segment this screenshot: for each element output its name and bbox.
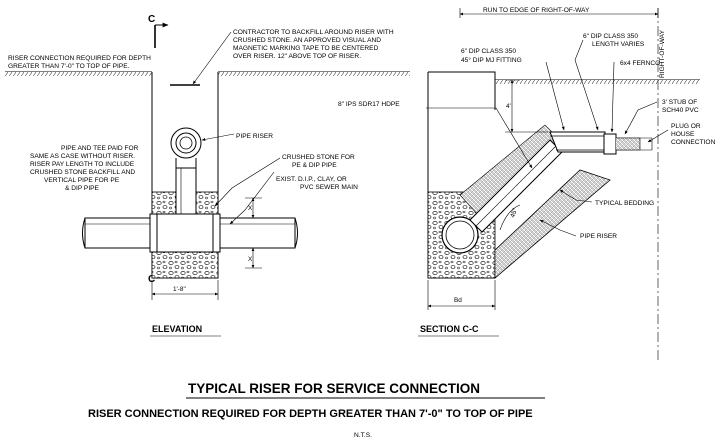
elevation-dimension-x: X X <box>245 197 262 269</box>
elevation-view: C C <box>5 14 410 337</box>
svg-text:RIGHT-OF-WAY: RIGHT-OF-WAY <box>659 29 666 78</box>
note-crushed-stone: CRUSHED STONE FOR PE & DIP PIPE <box>282 154 355 169</box>
section-view: RUN TO EDGE OF RIGHT-OF-WAY RIGHT-OF-WAY <box>338 7 716 360</box>
svg-text:SAME AS CASE WITHOUT RISER.: SAME AS CASE WITHOUT RISER. <box>30 153 135 160</box>
typical-bedding <box>494 169 611 279</box>
drawing-title: TYPICAL RISER FOR SERVICE CONNECTION <box>188 381 480 396</box>
section-bd-dimension: Bd <box>427 280 496 310</box>
svg-text:VERTICAL PIPE FOR PE: VERTICAL PIPE FOR PE <box>44 177 120 184</box>
svg-text:RISER PAY LENGTH TO INCLUDE: RISER PAY LENGTH TO INCLUDE <box>30 161 135 168</box>
svg-text:PVC SEWER MAIN: PVC SEWER MAIN <box>300 184 358 191</box>
svg-text:Bd: Bd <box>454 297 462 304</box>
svg-text:CRUSHED STONE. AN APPROVED VI: CRUSHED STONE. AN APPROVED VISUAL AND <box>233 37 381 44</box>
note-plug: PLUG OR HOUSE CONNECTION <box>671 123 716 146</box>
note-fernco: 6x4 FERNCO <box>620 60 660 67</box>
note-exist-main: EXIST. D.I.P., CLAY, OR PVC SEWER MAIN <box>276 176 358 191</box>
drawing-footer: TYPICAL RISER FOR SERVICE CONNECTION RIS… <box>88 381 545 439</box>
section-label: SECTION C-C <box>420 324 479 334</box>
svg-text:HOUSE: HOUSE <box>671 131 695 138</box>
elevation-label: ELEVATION <box>152 324 202 334</box>
elevation-ground-line <box>5 71 410 76</box>
note-pipe-riser-elevation: PIPE RISER <box>236 133 273 140</box>
svg-text:GREATER THAN 7'-0" TO TOP OF P: GREATER THAN 7'-0" TO TOP OF PIPE. <box>8 63 130 70</box>
note-dip-350-length: 6" DIP CLASS 350 LENGTH VARIES <box>583 33 645 48</box>
svg-text:6" DIP CLASS 350: 6" DIP CLASS 350 <box>583 33 638 40</box>
section-main-pipe <box>441 216 479 254</box>
svg-text:EXIST. D.I.P., CLAY, OR: EXIST. D.I.P., CLAY, OR <box>276 176 347 183</box>
svg-text:4': 4' <box>506 103 511 110</box>
note-backfill: CONTRACTOR TO BACKFILL AROUND RISER WITH… <box>233 29 394 60</box>
run-dimension: RUN TO EDGE OF RIGHT-OF-WAY RIGHT-OF-WAY <box>459 7 666 78</box>
svg-text:X: X <box>248 205 253 212</box>
svg-text:& DIP PIPE: & DIP PIPE <box>65 185 100 192</box>
svg-text:C: C <box>148 274 155 285</box>
section-angle-dimension: 45° <box>508 206 519 218</box>
note-riser-depth: RISER CONNECTION REQUIRED FOR DEPTH GREA… <box>8 55 151 70</box>
elevation-width-dimension: 1'-8" <box>151 280 219 300</box>
note-stub: 3' STUB OF SCH40 PVC <box>662 99 699 114</box>
svg-text:CONTRACTOR TO BACKFILL AROUND: CONTRACTOR TO BACKFILL AROUND RISER WITH <box>233 29 394 36</box>
svg-text:LENGTH VARIES: LENGTH VARIES <box>592 41 645 48</box>
svg-text:SCH40 PVC: SCH40 PVC <box>662 107 699 114</box>
note-pipe-riser-section: PIPE RISER <box>580 233 617 240</box>
svg-text:CONNECTION: CONNECTION <box>671 139 716 146</box>
svg-text:45° DIP MJ FITTING: 45° DIP MJ FITTING <box>461 56 522 64</box>
svg-text:PLUG OR: PLUG OR <box>671 123 701 130</box>
svg-text:PIPE AND TEE PAID FOR: PIPE AND TEE PAID FOR <box>61 145 139 152</box>
elevation-riser-pipe <box>170 127 202 215</box>
note-hdpe: 8" IPS SDR17 HDPE <box>338 101 400 108</box>
note-pay: PIPE AND TEE PAID FOR SAME AS CASE WITHO… <box>30 145 139 192</box>
section-depth-dimension: 4' <box>505 79 548 133</box>
svg-text:6" DIP CLASS 350: 6" DIP CLASS 350 <box>461 48 516 55</box>
svg-text:PE & DIP PIPE: PE & DIP PIPE <box>292 162 337 169</box>
note-typical-bedding: TYPICAL BEDDING <box>595 200 654 207</box>
svg-text:3' STUB OF: 3' STUB OF <box>662 99 697 106</box>
svg-text:CRUSHED STONE BACKFILL AND: CRUSHED STONE BACKFILL AND <box>30 169 135 176</box>
svg-text:1'-8": 1'-8" <box>173 286 186 293</box>
svg-text:X: X <box>248 256 253 263</box>
drawing-subtitle: RISER CONNECTION REQUIRED FOR DEPTH GREA… <box>88 408 533 420</box>
section-diagonal-riser <box>469 131 653 233</box>
svg-text:CRUSHED STONE FOR: CRUSHED STONE FOR <box>282 154 355 161</box>
scale-note: N.T.S. <box>354 432 372 439</box>
elevation-main-pipe <box>82 213 298 253</box>
svg-text:RISER CONNECTION REQUIRED FOR: RISER CONNECTION REQUIRED FOR DEPTH <box>8 55 151 62</box>
section-ground-line <box>428 71 700 84</box>
note-dip-350-45: 6" DIP CLASS 350 45° DIP MJ FITTING <box>461 48 522 64</box>
svg-text:MAGNETIC MARKING TAPE TO BE CE: MAGNETIC MARKING TAPE TO BE CENTERED <box>233 45 379 52</box>
svg-text:OVER RISER. 12" ABOVE TOP OF: OVER RISER. 12" ABOVE TOP OF RISER. <box>233 53 361 60</box>
svg-text:RUN TO EDGE OF RIGHT-OF-WAY: RUN TO EDGE OF RIGHT-OF-WAY <box>483 7 590 14</box>
svg-text:C: C <box>148 14 155 25</box>
